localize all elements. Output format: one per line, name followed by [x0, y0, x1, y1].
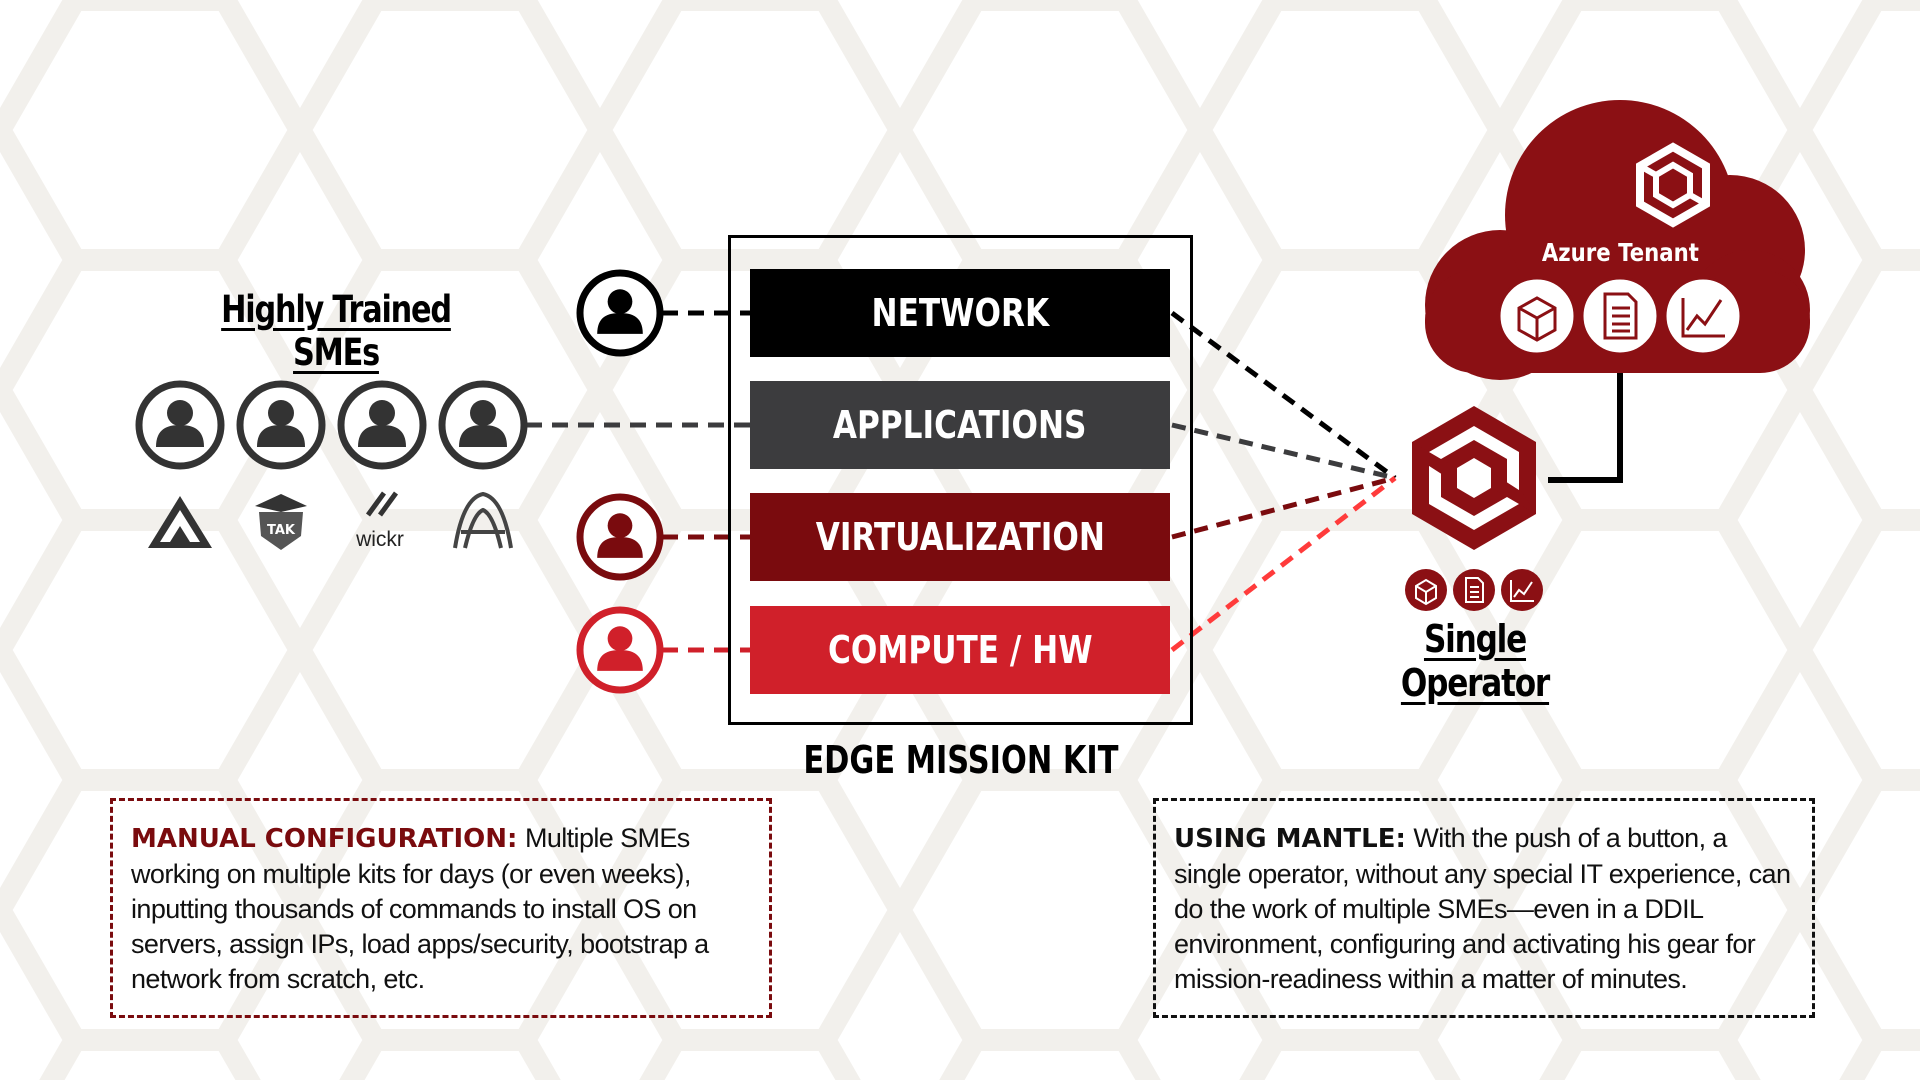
operator-hexagon-logo-icon	[1412, 406, 1536, 550]
mantle-text: With the push of a button, a single oper…	[1174, 823, 1791, 994]
mountain-logo-icon	[148, 496, 212, 548]
user-icon	[135, 380, 225, 470]
user-icon	[236, 380, 326, 470]
user-icon	[438, 380, 528, 470]
converge-compute	[1170, 476, 1397, 652]
edge-mission-kit-frame	[728, 235, 1193, 725]
converge-network	[1170, 310, 1397, 481]
chart-icon	[1501, 569, 1543, 611]
cube-icon	[1405, 569, 1447, 611]
kit-label: EDGE MISSION KIT	[802, 738, 1119, 782]
cloud-connector	[1548, 370, 1623, 483]
converge-applications	[1171, 422, 1396, 481]
user-icon	[576, 493, 664, 581]
layer-applications: APPLICATIONS	[750, 381, 1170, 469]
user-icon	[576, 269, 664, 357]
eagle-shield-logo-icon: TAK	[255, 494, 307, 550]
document-icon	[1453, 569, 1495, 611]
manual-text: Multiple SMEs working on multiple kits f…	[131, 823, 709, 994]
chart-icon	[1663, 276, 1743, 356]
arch-logo-icon	[453, 491, 513, 549]
cloud-label: Azure Tenant	[1541, 238, 1699, 267]
manual-configuration-box: MANUAL CONFIGURATION: Multiple SMEs work…	[110, 798, 772, 1018]
using-mantle-box: USING MANTLE: With the push of a button,…	[1153, 798, 1815, 1018]
wickr-logo-icon	[365, 491, 399, 517]
converge-virtualization	[1171, 475, 1396, 540]
user-icon	[576, 606, 664, 694]
cube-icon	[1497, 276, 1577, 356]
smes-heading: Highly Trained SMEs	[221, 288, 452, 374]
document-icon	[1580, 276, 1660, 356]
mantle-heading: USING MANTLE:	[1174, 824, 1406, 854]
layer-virtualization: VIRTUALIZATION	[750, 493, 1170, 581]
manual-heading: MANUAL CONFIGURATION:	[131, 824, 518, 854]
operator-heading: Single Operator	[1400, 617, 1550, 705]
wickr-logo-text: wickr	[356, 528, 404, 551]
layer-compute-hw: COMPUTE / HW	[750, 606, 1170, 694]
user-icon	[337, 380, 427, 470]
hexagon-logo-icon	[1636, 142, 1710, 228]
tak-logo-text: TAK	[267, 523, 296, 538]
layer-network: NETWORK	[750, 269, 1170, 357]
